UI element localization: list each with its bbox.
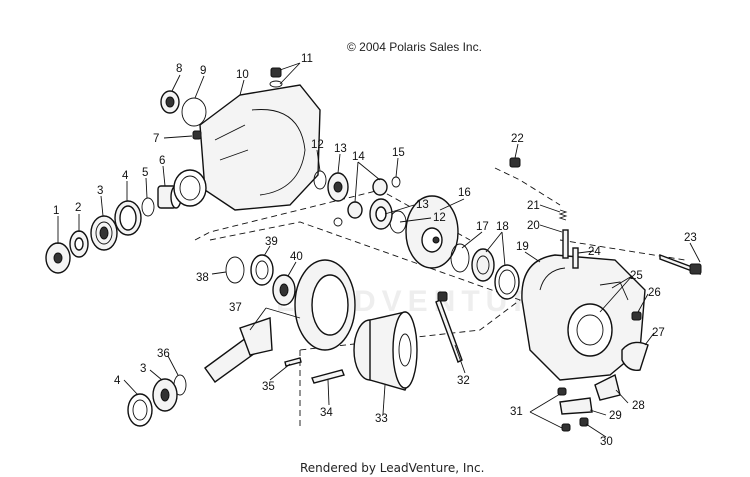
part-1-seal[interactable] <box>45 242 71 274</box>
callout-19: 19 <box>516 241 529 253</box>
callout-13b: 13 <box>416 199 429 211</box>
part-39-race[interactable] <box>250 254 274 286</box>
callout-8: 8 <box>176 63 182 75</box>
part-25-gasket[interactable] <box>599 281 629 301</box>
part-33-diff-case[interactable] <box>353 311 418 391</box>
callout-labels: 1 2 3 4 5 6 7 8 9 10 11 12 13 14 15 13 1… <box>53 53 697 448</box>
callout-21: 21 <box>527 200 540 212</box>
part-5-snap-ring[interactable] <box>141 197 155 217</box>
part-37-ring-gear[interactable] <box>204 259 356 383</box>
callout-26: 26 <box>648 287 661 299</box>
part-28-shift-fork[interactable] <box>594 373 621 401</box>
callout-14: 14 <box>352 151 365 163</box>
part-31-screw[interactable] <box>557 387 571 432</box>
part-34-shaft[interactable] <box>311 369 345 384</box>
callout-leaders <box>57 62 701 438</box>
part-7-screw[interactable] <box>192 130 202 140</box>
callout-10: 10 <box>236 69 249 81</box>
callout-16: 16 <box>458 187 471 199</box>
callout-29: 29 <box>609 410 622 422</box>
part-4-race[interactable] <box>114 200 142 236</box>
callout-4-lower: 4 <box>114 375 121 387</box>
callout-23: 23 <box>684 232 697 244</box>
part-21-spring[interactable] <box>558 209 568 221</box>
callout-22: 22 <box>511 133 524 145</box>
callout-9: 9 <box>200 65 206 77</box>
callout-2: 2 <box>75 202 81 214</box>
part-35-pin[interactable] <box>284 357 302 367</box>
part-17-seal-ring[interactable] <box>450 243 470 273</box>
callout-12b: 12 <box>433 212 446 224</box>
part-14-pinion-gear[interactable] <box>333 178 388 227</box>
callout-3: 3 <box>97 185 103 197</box>
callout-18: 18 <box>496 221 509 233</box>
part-27-gear[interactable] <box>621 341 649 371</box>
part-32-bolt[interactable] <box>435 291 463 363</box>
part-2-washer[interactable] <box>69 230 89 258</box>
callout-36: 36 <box>157 348 170 360</box>
callout-11: 11 <box>301 53 313 65</box>
callout-13a: 13 <box>334 143 347 155</box>
part-9-o-ring[interactable] <box>181 97 207 127</box>
callout-7: 7 <box>153 133 159 145</box>
copyright-text: © 2004 Polaris Sales Inc. <box>347 40 482 54</box>
callout-24: 24 <box>588 246 601 258</box>
callout-4: 4 <box>122 170 129 182</box>
callout-32: 32 <box>457 375 470 387</box>
callout-25: 25 <box>630 270 643 282</box>
part-3-bearing-lower[interactable] <box>152 378 178 412</box>
callout-33: 33 <box>375 413 388 425</box>
part-38-shim[interactable] <box>225 256 245 284</box>
callout-31: 31 <box>510 406 523 418</box>
callout-35: 35 <box>262 381 275 393</box>
footer-credit: Rendered by LeadVenture, Inc. <box>300 461 485 475</box>
callout-30: 30 <box>600 436 613 448</box>
callout-15: 15 <box>392 147 405 159</box>
callout-37: 37 <box>229 302 242 314</box>
part-22-bolt[interactable] <box>509 157 521 168</box>
callout-1: 1 <box>53 205 59 217</box>
callout-28: 28 <box>632 400 645 412</box>
part-8-seal[interactable] <box>160 90 180 114</box>
part-16-ring-plate[interactable] <box>405 195 459 269</box>
part-24-pin[interactable] <box>572 247 579 269</box>
callout-12a: 12 <box>311 139 324 151</box>
part-18-bearing[interactable] <box>471 248 520 300</box>
callout-17: 17 <box>476 221 489 233</box>
callout-40: 40 <box>290 251 303 263</box>
callout-27: 27 <box>652 327 665 339</box>
callout-38: 38 <box>196 272 209 284</box>
part-10-front-housing[interactable] <box>173 84 321 211</box>
part-3-bearing[interactable] <box>90 215 118 251</box>
callout-39: 39 <box>265 236 278 248</box>
callout-6: 6 <box>159 155 165 167</box>
part-15-washer[interactable] <box>391 176 401 188</box>
part-26-bolt[interactable] <box>631 311 642 321</box>
part-11-plug[interactable] <box>269 67 283 88</box>
callout-20: 20 <box>527 220 540 232</box>
callout-34: 34 <box>320 407 333 419</box>
callout-3-lower: 3 <box>140 363 146 375</box>
part-23-bolt[interactable] <box>659 253 702 276</box>
callout-5: 5 <box>142 167 148 179</box>
part-29-bracket[interactable] <box>559 397 593 415</box>
part-4-race-lower[interactable] <box>127 393 153 427</box>
part-20-pin[interactable] <box>562 229 569 259</box>
part-13-side-gear[interactable] <box>327 172 393 230</box>
part-40-bearing[interactable] <box>272 274 296 306</box>
